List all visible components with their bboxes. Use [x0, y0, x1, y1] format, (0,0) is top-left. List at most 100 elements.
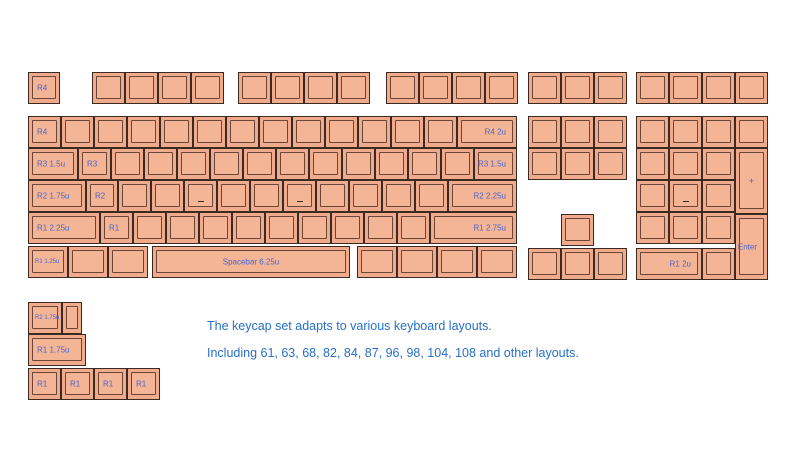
keycap [669, 180, 702, 212]
keycap [158, 72, 191, 104]
keycap-legend: R1 2.75u [473, 223, 506, 233]
keycap [61, 116, 94, 148]
keycap: + [735, 148, 768, 214]
keycap [292, 116, 325, 148]
keycap [144, 148, 177, 180]
keycap [636, 116, 669, 148]
keycap [397, 246, 437, 278]
keycap [358, 116, 391, 148]
keycap [561, 148, 594, 180]
keycap [528, 72, 561, 104]
keycap [382, 180, 415, 212]
keycap [594, 116, 627, 148]
keycap [342, 148, 375, 180]
keycap: R2 1.75u [28, 302, 62, 334]
keycap: R1 [61, 368, 94, 400]
keycap [232, 212, 265, 244]
keycap [702, 212, 735, 244]
keycap-legend: R1 1.75u [37, 345, 70, 355]
keycap [283, 180, 316, 212]
keycap [217, 180, 250, 212]
keycap [184, 180, 217, 212]
keycap: Enter [735, 214, 768, 280]
keycap [594, 148, 627, 180]
caption-line-2: Including 61, 63, 68, 82, 84, 87, 96, 98… [207, 346, 579, 360]
keycap [357, 246, 397, 278]
keycap-legend: R1 [136, 379, 147, 389]
keycap: R2 2.25u [448, 180, 517, 212]
keycap [111, 148, 144, 180]
keycap-legend: R1 1.25u [35, 259, 60, 265]
keycap [386, 72, 419, 104]
keycap [636, 180, 669, 212]
keycap [271, 72, 304, 104]
keycap [375, 148, 408, 180]
keycap: R3 [78, 148, 111, 180]
keycap-legend: R1 [103, 379, 114, 389]
keycap: R1 2.25u [28, 212, 100, 244]
keycap [191, 72, 224, 104]
keycap: R4 [28, 116, 61, 148]
keycap [702, 116, 735, 148]
keycap [636, 212, 669, 244]
keycap [309, 148, 342, 180]
keycap [528, 148, 561, 180]
keycap: R2 [86, 180, 118, 212]
keycap [594, 248, 627, 280]
keycap [92, 72, 125, 104]
keycap [325, 116, 358, 148]
keycap: R3 1.5u [474, 148, 517, 180]
keycap-legend: R3 [87, 159, 98, 169]
keycap-legend: R2 1.75u [37, 191, 70, 201]
keycap [636, 148, 669, 180]
keycap [118, 180, 151, 212]
keycap [125, 72, 158, 104]
keycap-legend: Spacebar 6.25u [222, 257, 280, 267]
keycap [193, 116, 226, 148]
keycap: R1 [28, 368, 61, 400]
caption-line-1: The keycap set adapts to various keyboar… [207, 319, 492, 333]
keycap [669, 116, 702, 148]
keycap [397, 212, 430, 244]
keycap [561, 248, 594, 280]
keycap [408, 148, 441, 180]
keycap: R1 [94, 368, 127, 400]
keycap [133, 212, 166, 244]
keycap-legend: R4 2u [484, 127, 506, 137]
keycap: R2 1.75u [28, 180, 86, 212]
keycap [364, 212, 397, 244]
keycap [452, 72, 485, 104]
keycap [485, 72, 518, 104]
keycap [331, 212, 364, 244]
keycap [528, 248, 561, 280]
keycap [210, 148, 243, 180]
keycap: R4 [28, 72, 60, 104]
keycap [298, 212, 331, 244]
keycap [424, 116, 457, 148]
keycap-legend: R1 2.25u [37, 223, 70, 233]
homing-bump [296, 201, 303, 202]
keycap [561, 116, 594, 148]
keycap [528, 116, 561, 148]
keycap: R1 [127, 368, 160, 400]
keycap-legend: R3 1.5u [37, 159, 66, 169]
keycap [441, 148, 474, 180]
keycap [702, 248, 735, 280]
keycap-legend: R3 1.5u [477, 159, 506, 169]
keycap-legend: R4 [37, 127, 48, 137]
keycap [304, 72, 337, 104]
keycap [68, 246, 108, 278]
homing-bump [197, 201, 204, 202]
keycap [243, 148, 276, 180]
keycap [151, 180, 184, 212]
keycap [735, 72, 768, 104]
keycap-legend: R2 [95, 191, 106, 201]
keycap [415, 180, 448, 212]
keycap [419, 72, 452, 104]
keycap [669, 72, 702, 104]
keycap: R1 2u [636, 248, 702, 280]
homing-bump [682, 201, 689, 202]
keycap [177, 148, 210, 180]
keycap [477, 246, 517, 278]
